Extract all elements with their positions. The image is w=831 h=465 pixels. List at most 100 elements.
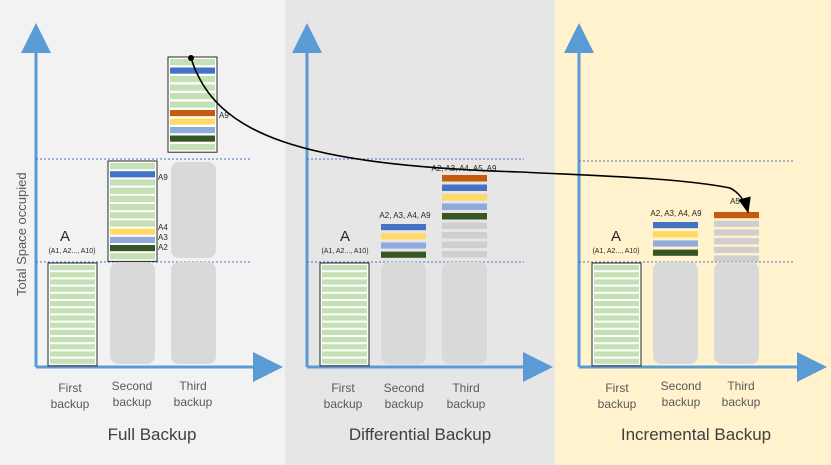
diff-second-backup-stack	[381, 224, 426, 258]
incremental-backup-title: Incremental Backup	[621, 425, 771, 444]
diff-third-backup-stack	[442, 175, 487, 258]
full-second-frame	[107, 160, 158, 262]
inc-first-stripe-green	[594, 358, 639, 364]
diff-first-stripe-green	[322, 286, 367, 292]
inc-third-backup-stack	[714, 212, 759, 262]
inc-third-stripe-gray	[714, 220, 759, 227]
diff-col-third-line2: backup	[447, 397, 486, 411]
full-backup-title: Full Backup	[108, 425, 197, 444]
full-second-stripe-green	[110, 204, 155, 211]
inc-second-backup-stack	[653, 222, 698, 256]
full-first-stripe-green	[50, 286, 95, 292]
full-third-slot-low	[171, 262, 216, 364]
full-third-stripe-blue	[170, 67, 215, 74]
full-first-stripe-green	[50, 329, 95, 335]
inc-third-stripe-gray	[714, 246, 759, 253]
full-first-label: A	[60, 228, 70, 245]
diff-first-stripe-green	[322, 344, 367, 350]
full-second-backup-stack	[107, 160, 158, 262]
full-second-label-a9: A9	[158, 173, 168, 182]
inc-col-first-line2: backup	[598, 397, 637, 411]
full-col-third-line1: Third	[179, 379, 206, 393]
inc-col-second-line1: Second	[661, 379, 702, 393]
diff-second-slot	[381, 262, 426, 364]
diff-second-stripe-dark-green	[381, 251, 426, 258]
inc-first-sublabel: (A1, A2..., A10)	[592, 248, 639, 255]
diff-third-stripe-blue	[442, 184, 487, 191]
diff-first-sublabel: (A1, A2..., A10)	[321, 248, 368, 255]
inc-first-backup-stack	[591, 262, 642, 367]
inc-second-stripe-blue	[653, 222, 698, 229]
full-third-stripe-yellow	[170, 118, 215, 125]
full-first-stripe-green	[50, 337, 95, 343]
inc-col-third-line1: Third	[727, 379, 754, 393]
inc-second-stripe-light-blue	[653, 240, 698, 247]
diff-col-first-line2: backup	[324, 397, 363, 411]
full-col-first-line2: backup	[51, 397, 90, 411]
full-first-stripe-green	[50, 279, 95, 285]
full-second-stripe-green	[110, 195, 155, 202]
full-col-third-line2: backup	[174, 395, 213, 409]
inc-first-stripe-green	[594, 351, 639, 357]
full-third-stripe-light-blue	[170, 127, 215, 134]
full-third-label-a9: A9	[219, 111, 229, 120]
diff-first-stripe-green	[322, 279, 367, 285]
inc-second-top-label: A2, A3, A4, A9	[650, 209, 702, 218]
diff-col-first-line1: First	[331, 381, 355, 395]
full-second-label-a3: A3	[158, 233, 168, 242]
diff-col-second-line2: backup	[385, 397, 424, 411]
full-second-slot	[110, 262, 155, 364]
diff-third-stripe-gray	[442, 232, 487, 239]
full-first-frame	[47, 262, 98, 367]
diff-third-stripe-gray	[442, 251, 487, 258]
diff-first-stripe-green	[322, 329, 367, 335]
diff-first-stripe-green	[322, 358, 367, 364]
inc-first-stripe-green	[594, 286, 639, 292]
diff-third-stripe-gray	[442, 222, 487, 229]
full-first-sublabel: (A1, A2..., A10)	[48, 248, 95, 255]
full-third-stripe-orange	[170, 110, 215, 117]
inc-third-stripe-gray	[714, 238, 759, 245]
full-col-first-line1: First	[58, 381, 82, 395]
inc-first-label: A	[611, 228, 621, 245]
full-col-second-line1: Second	[112, 379, 153, 393]
inc-third-stripe-gray	[714, 229, 759, 236]
full-second-stripe-green	[110, 220, 155, 227]
panel-full-backup: A (A1, A2..., A10) A9 A4 A3 A2 A9 First …	[21, 23, 283, 444]
diff-first-label: A	[340, 228, 350, 245]
full-second-label-a2: A2	[158, 243, 168, 252]
arrow-origin-dot	[188, 55, 194, 61]
inc-first-stripe-green	[594, 308, 639, 314]
full-first-stripe-green	[50, 293, 95, 299]
diff-col-second-line1: Second	[384, 381, 425, 395]
inc-first-stripe-green	[594, 301, 639, 307]
diff-col-third-line1: Third	[452, 381, 479, 395]
diff-first-stripe-green	[322, 351, 367, 357]
full-third-stripe-green	[170, 101, 215, 108]
inc-first-stripe-green	[594, 337, 639, 343]
diff-third-top-label: A2, A3, A4, A5, A9	[432, 164, 497, 173]
diff-first-stripe-green	[322, 272, 367, 278]
inc-second-stripe-yellow	[653, 231, 698, 238]
inc-first-stripe-green	[594, 322, 639, 328]
full-third-stripe-green	[170, 144, 215, 151]
full-first-stripe-green	[50, 272, 95, 278]
full-second-stripe-dark-green	[110, 245, 155, 252]
inc-first-stripe-green	[594, 265, 639, 271]
inc-third-slot	[714, 262, 759, 364]
differential-backup-title: Differential Backup	[349, 425, 491, 444]
panel-differential-backup: A (A1, A2..., A10) A2, A3, A4, A9 A2, A3…	[292, 23, 553, 444]
diff-first-stripe-green	[322, 265, 367, 271]
diff-first-stripe-green	[322, 293, 367, 299]
diff-second-top-label: A2, A3, A4, A9	[379, 211, 431, 220]
full-second-stripe-green	[110, 253, 155, 260]
panel-differential-background	[285, 0, 555, 465]
inc-third-stripe-gray	[714, 255, 759, 262]
inc-second-stripe-dark-green	[653, 249, 698, 256]
full-third-backup-stack	[167, 56, 218, 153]
diff-third-stripe-gray	[442, 241, 487, 248]
diff-first-stripe-green	[322, 308, 367, 314]
inc-first-stripe-green	[594, 315, 639, 321]
